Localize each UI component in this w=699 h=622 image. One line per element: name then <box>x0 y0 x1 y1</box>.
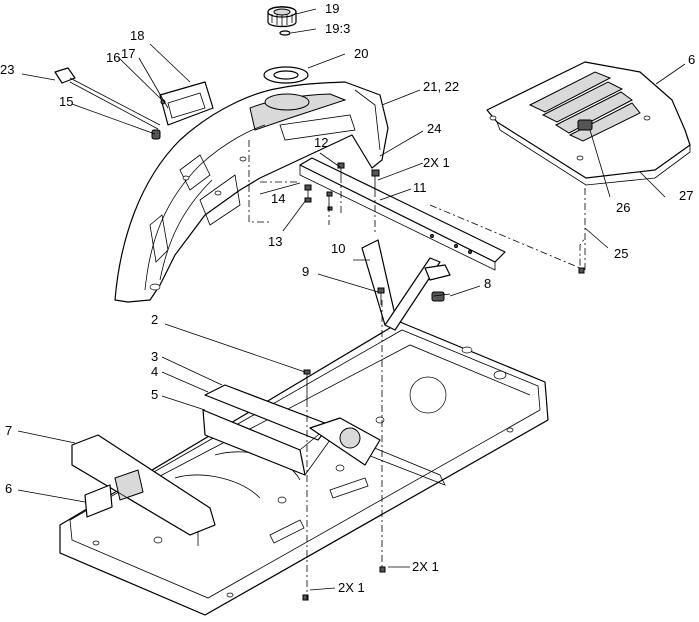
callout-8: 8 <box>484 276 491 291</box>
callout-25: 25 <box>614 246 628 261</box>
callout-4: 4 <box>151 364 158 379</box>
brace-bracket <box>361 239 451 331</box>
bolt-9 <box>377 287 385 305</box>
support-bar <box>299 157 506 271</box>
washer-14 <box>304 184 312 191</box>
callout-23: 23 <box>0 62 14 77</box>
leader-lines <box>17 8 686 591</box>
callout-18: 18 <box>130 28 144 43</box>
rear-trim <box>84 484 113 518</box>
callout-3: 3 <box>151 349 158 364</box>
nut-25 <box>578 267 585 274</box>
callout-19: 19 <box>325 1 339 16</box>
callout-6-left: 6 <box>5 481 12 496</box>
nut-2x1-right <box>379 566 386 573</box>
callout-11: 11 <box>413 180 427 195</box>
nut-8 <box>431 291 451 302</box>
callout-27: 27 <box>679 188 693 203</box>
callout-20: 20 <box>354 46 368 61</box>
callout-2x1-bottom-right: 2X 1 <box>412 559 439 574</box>
choke-cable <box>54 67 161 130</box>
clip <box>151 129 161 140</box>
callout-12: 12 <box>314 135 328 150</box>
assembly-lines <box>248 140 586 600</box>
callout-10: 10 <box>331 241 345 256</box>
fuel-gasket <box>263 66 309 84</box>
callout-7: 7 <box>5 423 12 438</box>
nut-24 <box>371 169 380 190</box>
callout-26: 26 <box>616 200 630 215</box>
callout-24: 24 <box>427 121 441 136</box>
callout-21-22: 21, 22 <box>423 79 459 94</box>
hood-cover <box>486 61 691 186</box>
callout-16: 16 <box>106 50 120 65</box>
callout-2x1-top: 2X 1 <box>423 155 450 170</box>
callout-5: 5 <box>151 387 158 402</box>
callout-2x1-bottom-left: 2X 1 <box>338 580 365 595</box>
screw-13 <box>304 190 312 203</box>
callout-9: 9 <box>302 264 309 279</box>
callout-6-right: 6 <box>688 52 695 67</box>
cover-knob <box>577 119 593 131</box>
bracket-4 <box>309 417 381 466</box>
callout-labels: 23 16 17 18 15 19 19:3 20 21, 22 24 12 2… <box>0 1 695 595</box>
callout-13: 13 <box>268 234 282 249</box>
cap-seal <box>279 30 291 36</box>
nut-2x1-left <box>302 594 309 601</box>
callout-19-3: 19:3 <box>325 21 350 36</box>
callout-17: 17 <box>121 46 135 61</box>
fuel-cap <box>267 6 297 28</box>
rear-panel <box>71 434 216 546</box>
callout-2: 2 <box>151 312 158 327</box>
callout-15: 15 <box>59 94 73 109</box>
fender <box>114 81 389 303</box>
callout-14: 14 <box>271 191 285 206</box>
